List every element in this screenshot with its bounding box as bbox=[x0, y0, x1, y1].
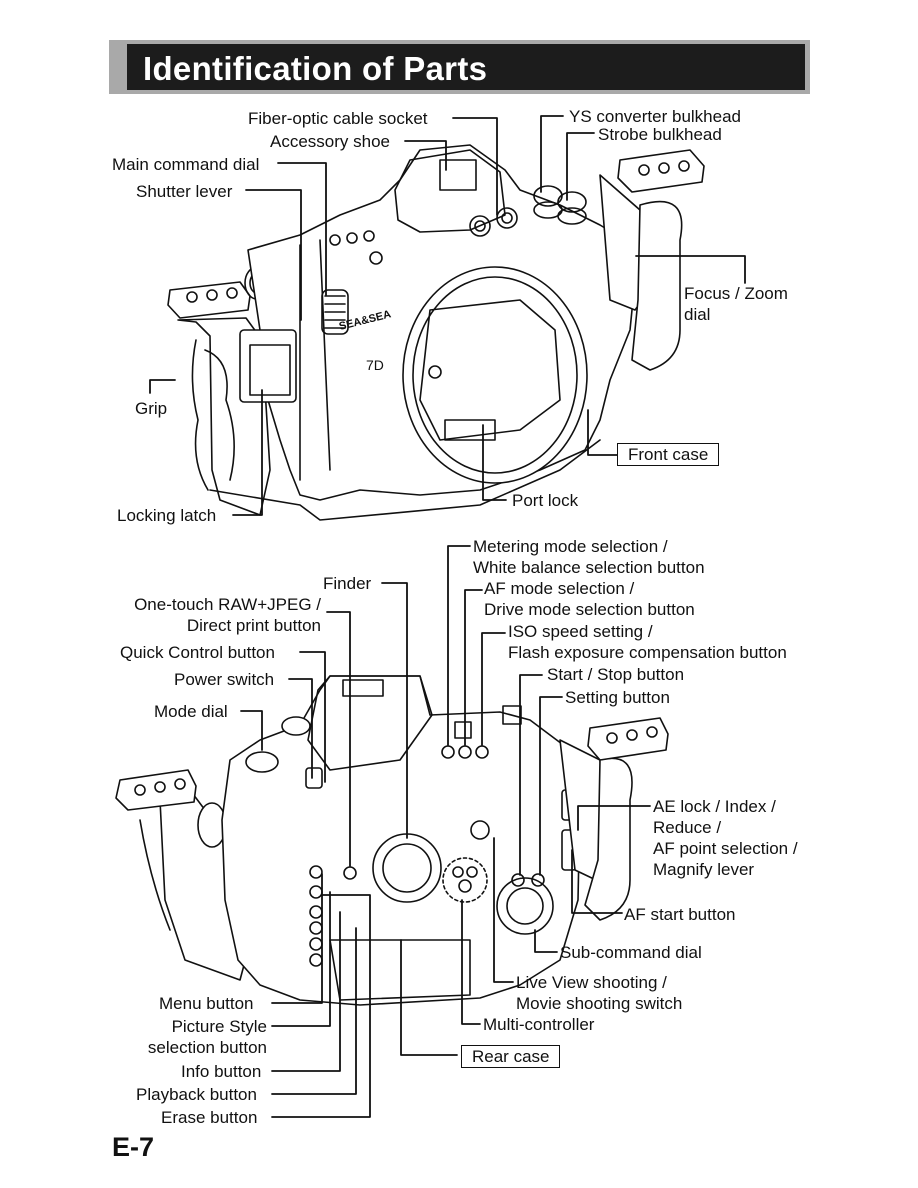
label-picture-style-line2: selection button bbox=[147, 1038, 267, 1057]
label-accessory-shoe: Accessory shoe bbox=[270, 132, 390, 151]
label-live-view-line1: Live View shooting / bbox=[516, 973, 667, 992]
label-locking-latch: Locking latch bbox=[117, 506, 217, 525]
label-setting-button: Setting button bbox=[565, 688, 670, 707]
label-ae-lock-line2: Reduce / bbox=[653, 818, 722, 837]
label-menu-button: Menu button bbox=[159, 994, 254, 1013]
label-af-mode-button: AF mode selection / Drive mode selection… bbox=[484, 578, 695, 620]
front-housing-illustration bbox=[167, 144, 705, 521]
label-strobe-bulkhead: Strobe bulkhead bbox=[598, 125, 722, 144]
front-case-caption: Front case bbox=[617, 443, 720, 466]
label-fiber-optic-socket: Fiber-optic cable socket bbox=[248, 109, 428, 128]
front-model-text: 7D bbox=[366, 357, 384, 373]
label-port-lock: Port lock bbox=[512, 491, 579, 510]
label-af-mode-line1: AF mode selection / bbox=[484, 579, 635, 598]
label-af-start-button: AF start button bbox=[624, 905, 736, 924]
label-metering-line1: Metering mode selection / bbox=[473, 537, 668, 556]
label-focus-zoom-dial: Focus / Zoom dial bbox=[684, 283, 788, 325]
label-power-switch: Power switch bbox=[174, 670, 275, 689]
label-finder: Finder bbox=[323, 574, 372, 593]
label-focus-zoom-line1: Focus / Zoom bbox=[684, 284, 788, 303]
label-metering-mode-button: Metering mode selection / White balance … bbox=[473, 536, 705, 578]
label-metering-line2: White balance selection button bbox=[473, 558, 705, 577]
label-iso-line1: ISO speed setting / bbox=[508, 622, 653, 641]
label-iso-line2: Flash exposure compensation button bbox=[508, 643, 787, 662]
label-iso-speed-button: ISO speed setting / Flash exposure compe… bbox=[508, 621, 787, 663]
label-af-mode-line2: Drive mode selection button bbox=[484, 600, 695, 619]
label-one-touch-raw-jpeg: One-touch RAW+JPEG / Direct print button bbox=[90, 594, 321, 636]
label-one-touch-line1: One-touch RAW+JPEG / bbox=[134, 595, 321, 614]
label-ae-lock-line3: AF point selection / bbox=[653, 839, 798, 858]
title-banner-inner: Identification of Parts bbox=[127, 44, 805, 90]
label-focus-zoom-line2: dial bbox=[684, 305, 711, 324]
label-grip: Grip bbox=[135, 399, 168, 418]
title-banner: Identification of Parts bbox=[109, 40, 810, 94]
rear-leader-lines bbox=[240, 545, 651, 1118]
label-live-view-line2: Movie shooting switch bbox=[516, 994, 683, 1013]
label-quick-control-button: Quick Control button bbox=[120, 643, 275, 662]
label-mode-dial: Mode dial bbox=[154, 702, 228, 721]
label-one-touch-line2: Direct print button bbox=[186, 616, 321, 635]
page-title: Identification of Parts bbox=[143, 50, 488, 87]
label-ae-lock-line1: AE lock / Index / bbox=[653, 797, 776, 816]
label-ys-converter-bulkhead: YS converter bulkhead bbox=[569, 107, 741, 126]
label-playback-button: Playback button bbox=[136, 1085, 257, 1104]
rear-case-caption: Rear case bbox=[461, 1045, 561, 1068]
label-main-command-dial: Main command dial bbox=[112, 155, 260, 174]
label-live-view-switch: Live View shooting / Movie shooting swit… bbox=[516, 972, 682, 1014]
front-leader-lines bbox=[149, 115, 746, 516]
label-shutter-lever: Shutter lever bbox=[136, 182, 233, 201]
label-ae-lock-lever: AE lock / Index / Reduce / AF point sele… bbox=[653, 796, 798, 880]
label-start-stop-button: Start / Stop button bbox=[547, 665, 685, 684]
label-ae-lock-line4: Magnify lever bbox=[653, 860, 755, 879]
label-sub-command-dial: Sub-command dial bbox=[560, 943, 702, 962]
label-erase-button: Erase button bbox=[161, 1108, 258, 1127]
label-multi-controller: Multi-controller bbox=[483, 1015, 595, 1034]
label-picture-style-line1: Picture Style bbox=[171, 1017, 267, 1036]
label-info-button: Info button bbox=[181, 1062, 262, 1081]
label-picture-style-button: Picture Style selection button bbox=[120, 1016, 267, 1058]
page-number: E-7 bbox=[112, 1132, 155, 1162]
